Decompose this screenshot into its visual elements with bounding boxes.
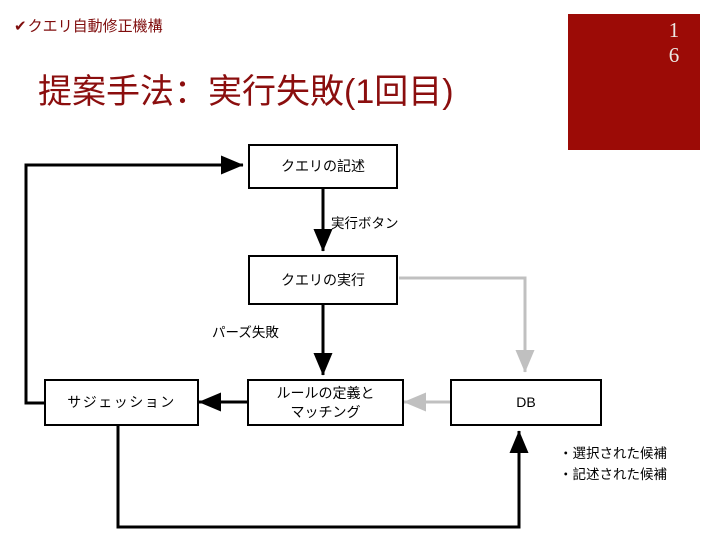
- node-query-execution[interactable]: クエリの実行: [248, 255, 398, 305]
- node-query-description-label: クエリの記述: [281, 158, 365, 175]
- node-query-description[interactable]: クエリの記述: [248, 144, 398, 189]
- node-suggestion-label: サジェッション: [67, 394, 176, 411]
- note-list: ・選択された候補 ・記述された候補: [559, 443, 667, 485]
- node-query-execution-label: クエリの実行: [281, 271, 365, 288]
- node-suggestion[interactable]: サジェッション: [44, 379, 199, 426]
- page-title: 提案手法：実行失敗(1回目): [38, 73, 454, 111]
- section-bullet-label: クエリ自動修正機構: [27, 18, 163, 35]
- node-rule-definition-matching-label: ルールの定義と マッチング: [276, 384, 375, 420]
- node-database-label: DB: [516, 394, 536, 411]
- node-rule-definition-matching[interactable]: ルールの定義と マッチング: [247, 379, 404, 426]
- section-bullet: ✔クエリ自動修正機構: [14, 15, 163, 36]
- check-icon: ✔: [14, 18, 27, 35]
- note-item-selected-candidate: ・選択された候補: [559, 446, 667, 461]
- note-item-described-candidate: ・記述された候補: [559, 467, 667, 482]
- node-database[interactable]: DB: [450, 379, 602, 426]
- page-number-digit-1: 1: [668, 18, 680, 42]
- page-number-digit-2: 6: [668, 43, 680, 67]
- edge-label-execute-button: 実行ボタン: [331, 216, 399, 231]
- edge-label-parse-failure: パーズ失敗: [212, 325, 279, 340]
